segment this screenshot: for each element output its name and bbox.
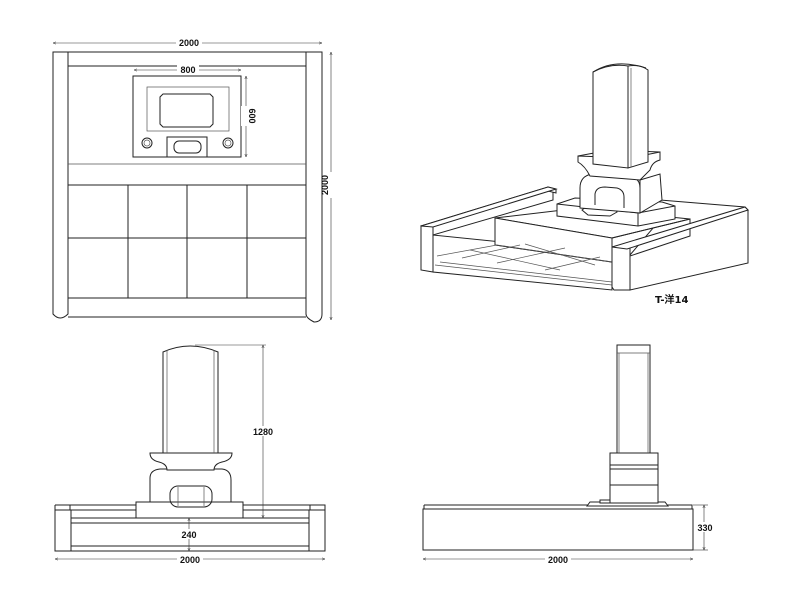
front-dimensions: 1280 240 2000 [55,345,325,565]
side-width-dim: 2000 [548,555,568,565]
monument-width-dim: 800 [180,65,195,75]
front-width-dim: 2000 [180,555,200,565]
side-dimensions: 330 2000 [423,505,714,565]
plan-dimensions: 2000 800 600 2000 [53,37,336,320]
monument-depth-dim: 600 [247,108,257,123]
plan-width-dim: 2000 [179,38,199,48]
plan-depth-dim: 2000 [320,175,330,195]
plan-monument [132,75,242,158]
front-height-dim: 1280 [253,427,273,437]
front-elevation: 1280 240 2000 [55,345,325,565]
model-label: T-洋14 [655,293,688,306]
side-elevation: 330 2000 [423,344,714,565]
plan-frame [52,51,323,323]
front-base-height-dim: 240 [181,530,196,540]
plan-view: 2000 800 600 2000 [52,37,336,323]
side-height-dim: 330 [697,523,712,533]
isometric-view: T-洋14 [419,63,749,306]
